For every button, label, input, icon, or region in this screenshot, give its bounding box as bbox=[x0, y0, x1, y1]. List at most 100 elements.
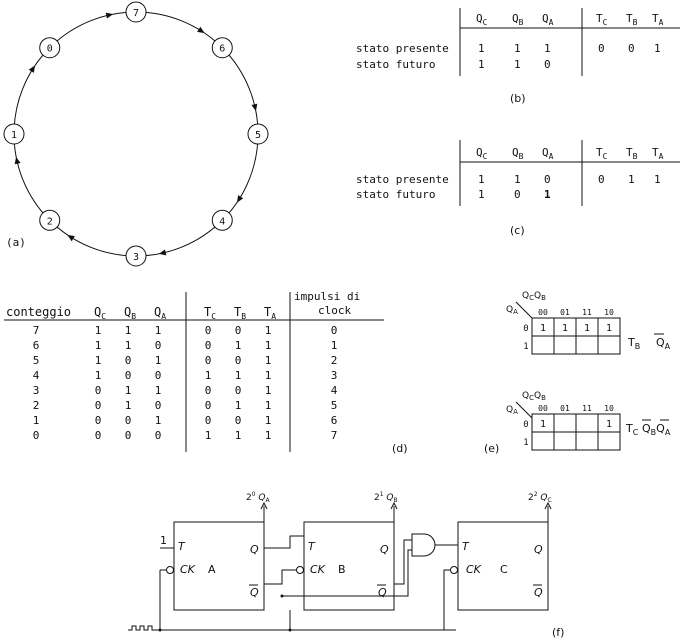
d-header-qb: QB bbox=[124, 305, 136, 321]
table-cell: 1 bbox=[95, 369, 102, 382]
c-header-qb: QB bbox=[512, 146, 524, 161]
table-b: QC QB QA TC TB TA stato presente 1 1 1 0… bbox=[356, 8, 680, 105]
c-cell: 1 bbox=[478, 188, 485, 201]
state-node-label: 0 bbox=[47, 44, 53, 55]
ff-c-q: Q bbox=[534, 543, 543, 556]
kmap-cell bbox=[575, 413, 599, 433]
ff-c-qbar: Q bbox=[534, 586, 543, 599]
kmap-bottom-var: TC bbox=[625, 422, 639, 437]
state-node: 7 bbox=[125, 1, 147, 23]
kmap-cell bbox=[597, 431, 621, 451]
table-cell: 0 bbox=[155, 429, 162, 442]
input-one: 1 bbox=[160, 534, 167, 547]
table-cell: 0 bbox=[205, 414, 212, 427]
ff-b-ck: CK bbox=[310, 563, 326, 576]
kmap-row-label: 0 bbox=[523, 324, 528, 334]
kmap-col-label: 01 bbox=[560, 308, 570, 317]
kmap-cell bbox=[597, 335, 621, 355]
counter-circuit: T CK A Q Q T CK B Q Q T CK C Q Q 1 20 QA… bbox=[128, 491, 564, 639]
b-cell: 1 bbox=[514, 58, 521, 71]
table-cell: 1 bbox=[95, 354, 102, 367]
table-cell: 4 bbox=[33, 369, 40, 382]
clock-signal bbox=[128, 625, 156, 631]
label-b: (b) bbox=[510, 92, 526, 105]
kmap-cell bbox=[531, 335, 555, 355]
c-header-qa: QA bbox=[542, 146, 554, 161]
kmap-value: 1 bbox=[584, 323, 590, 334]
c-row-label: stato futuro bbox=[356, 188, 435, 201]
table-cell: 0 bbox=[33, 429, 40, 442]
c-header-tc: TC bbox=[596, 146, 608, 161]
d-header-clock: clock bbox=[318, 304, 351, 317]
state-arrow bbox=[67, 234, 75, 242]
table-cell: 0 bbox=[155, 399, 162, 412]
label-e: (e) bbox=[484, 442, 499, 455]
b-cell: 0 bbox=[598, 42, 605, 55]
table-cell: 2 bbox=[331, 354, 338, 367]
table-cell: 0 bbox=[205, 399, 212, 412]
d-header-impulsi: impulsi di bbox=[294, 290, 360, 303]
b-cell: 1 bbox=[478, 42, 485, 55]
ff-b-t: T bbox=[308, 540, 316, 553]
label-f: (f) bbox=[552, 626, 564, 639]
kmap-top-var: TB bbox=[627, 336, 640, 351]
ff-a-ck: CK bbox=[180, 563, 196, 576]
table-cell: 1 bbox=[155, 354, 162, 367]
ff-a-name: A bbox=[208, 563, 216, 576]
table-cell: 7 bbox=[331, 429, 338, 442]
label-a: (a) bbox=[6, 236, 26, 249]
table-cell: 1 bbox=[265, 384, 272, 397]
kmap-top-expr: QA bbox=[656, 336, 671, 351]
kmap-col-label: 00 bbox=[538, 404, 548, 413]
b-header-qa: QA bbox=[542, 12, 554, 27]
table-cell: 2 bbox=[33, 399, 40, 412]
table-cell: 6 bbox=[331, 414, 338, 427]
table-cell: 1 bbox=[155, 414, 162, 427]
kmap-value: 1 bbox=[606, 419, 612, 430]
table-cell: 1 bbox=[205, 429, 212, 442]
table-cell: 1 bbox=[265, 339, 272, 352]
table-cell: 1 bbox=[265, 369, 272, 382]
b-header-tb: TB bbox=[626, 12, 638, 27]
state-arrow bbox=[158, 249, 167, 256]
b-cell: 1 bbox=[478, 58, 485, 71]
kmap-row-label: 0 bbox=[523, 420, 528, 430]
kmap-value: 1 bbox=[540, 419, 546, 430]
kmap-col-label: 10 bbox=[604, 308, 614, 317]
c-header-tb: TB bbox=[626, 146, 638, 161]
table-cell: 0 bbox=[235, 384, 242, 397]
table-cell: 1 bbox=[265, 324, 272, 337]
kmap-top-row-header: QA bbox=[506, 305, 518, 316]
ff-c-t: T bbox=[462, 540, 470, 553]
table-cell: 1 bbox=[125, 384, 132, 397]
ff-a-q: Q bbox=[250, 543, 259, 556]
ff-a-qbar: Q bbox=[250, 586, 259, 599]
table-cell: 5 bbox=[33, 354, 40, 367]
ff-b-name: B bbox=[338, 563, 346, 576]
kmap-cell bbox=[553, 413, 577, 433]
c-header-ta: TA bbox=[652, 146, 664, 161]
state-node: 3 bbox=[125, 245, 147, 267]
table-cell: 3 bbox=[331, 369, 338, 382]
table-cell: 0 bbox=[205, 384, 212, 397]
and-gate bbox=[411, 533, 436, 557]
c-cell: 1 bbox=[514, 173, 521, 186]
table-cell: 0 bbox=[125, 369, 132, 382]
state-node: 5 bbox=[247, 123, 269, 145]
d-header-conteggio: conteggio bbox=[6, 305, 71, 319]
kmap-cell bbox=[575, 335, 599, 355]
ff-c-ck: CK bbox=[466, 563, 482, 576]
state-arrow bbox=[236, 195, 244, 203]
table-cell: 0 bbox=[205, 354, 212, 367]
kmap-value: 1 bbox=[606, 323, 612, 334]
ff-c-name: C bbox=[500, 563, 508, 576]
table-cell: 1 bbox=[265, 429, 272, 442]
